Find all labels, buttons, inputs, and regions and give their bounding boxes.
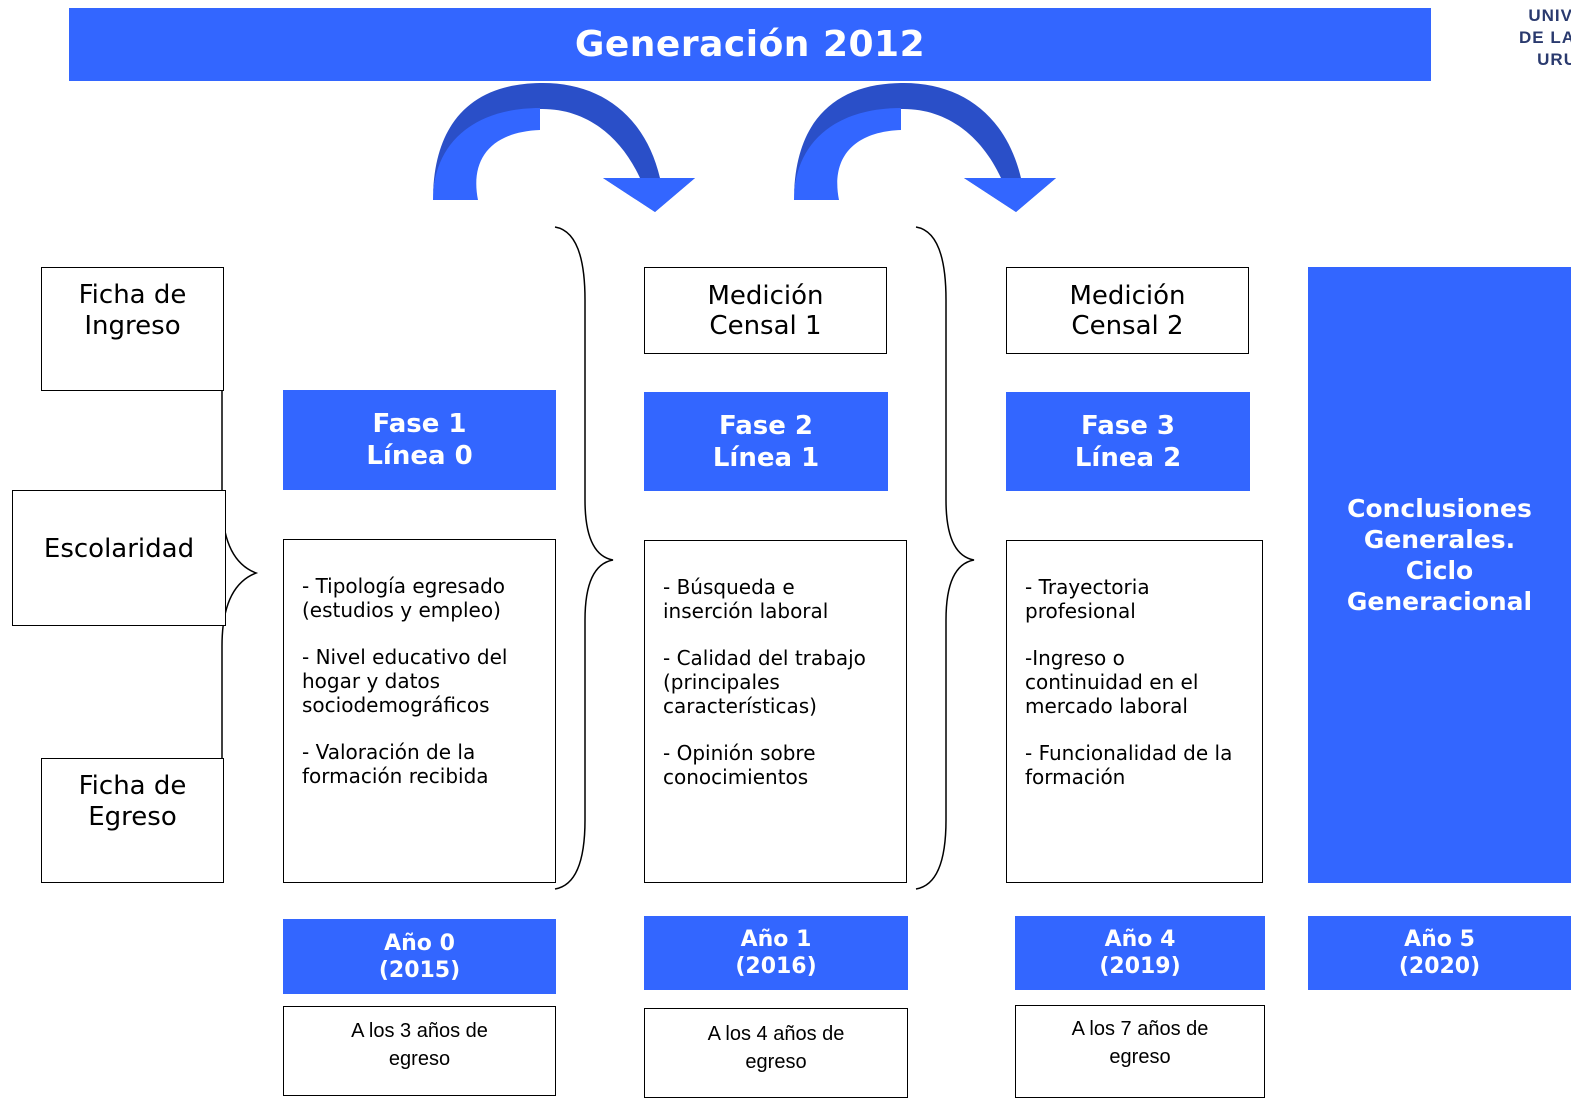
ficha-ingreso-box: Ficha de Ingreso [41,267,224,391]
year-1-label: Año 1 (2016) [735,927,817,979]
conclusions-label: Conclusiones Generales. Ciclo Generacion… [1346,494,1533,616]
content-item: -Ingreso o continuidad en el mercado lab… [1025,646,1199,718]
year-4-label: Año 4 (2019) [1099,927,1181,979]
phase-2-label: Fase 2 Línea 1 [712,410,820,473]
ficha-egreso-label: Ficha de Egreso [78,771,187,832]
content-item: - Funcionalidad de la formación [1025,741,1233,789]
year-5-label: Año 5 (2020) [1398,927,1481,979]
note-label-2: A los 4 años de egreso [707,1023,845,1073]
year-5-box: Año 5 (2020) [1308,916,1571,990]
logo-line-2: DE LA [1519,28,1571,47]
content-item: - Tipología egresado (estudios y empleo) [302,574,506,622]
phase-2-content: - Búsqueda e inserción laboral - Calidad… [644,540,907,883]
note-box-2: A los 4 años de egreso [644,1008,908,1098]
phase-3-label: Fase 3 Línea 2 [1074,410,1182,473]
year-0-label: Año 0 (2015) [378,930,461,983]
content-item: - Opinión sobre conocimientos [663,741,816,789]
note-box-3: A los 7 años de egreso [1015,1005,1265,1098]
phase-3-content: - Trayectoria profesional -Ingreso o con… [1006,540,1263,883]
phase-1-content: - Tipología egresado (estudios y empleo)… [283,539,556,883]
curved-arrow-icon [433,82,695,212]
note-box-1: A los 3 años de egreso [283,1006,556,1096]
note-label-3: A los 7 años de egreso [1071,1017,1209,1068]
content-item: - Búsqueda e inserción laboral [663,575,829,623]
content-item: - Trayectoria profesional [1025,575,1150,623]
medicion-censal-1-label: Medición Censal 1 [707,280,824,341]
content-item: - Nivel educativo del hogar y datos soci… [302,645,508,717]
escolaridad-label: Escolaridad [43,534,195,564]
logo-line-1: UNIV [1528,6,1571,25]
conclusions-box: Conclusiones Generales. Ciclo Generacion… [1308,267,1571,883]
medicion-censal-1-box: Medición Censal 1 [644,267,887,354]
logo-line-3: URU [1537,50,1571,69]
ficha-egreso-box: Ficha de Egreso [41,758,224,883]
content-item: - Calidad del trabajo (principales carac… [663,646,866,718]
medicion-censal-2-label: Medición Censal 2 [1069,280,1186,341]
curved-arrow-icon [794,82,1056,212]
page-title: Generación 2012 [69,8,1431,81]
phase-3-box: Fase 3 Línea 2 [1006,392,1250,491]
year-1-box: Año 1 (2016) [644,916,908,990]
right-brace-icon [915,226,975,890]
year-0-box: Año 0 (2015) [283,919,556,994]
university-logo: UNIV DE LA URU [1470,6,1571,96]
medicion-censal-2-box: Medición Censal 2 [1006,267,1249,354]
phase-1-label: Fase 1 Línea 0 [366,409,473,471]
note-label-1: A los 3 años de egreso [351,1020,488,1070]
phase-1-box: Fase 1 Línea 0 [283,390,556,490]
ficha-ingreso-label: Ficha de Ingreso [78,280,187,341]
phase-2-box: Fase 2 Línea 1 [644,392,888,491]
escolaridad-box: Escolaridad [12,490,226,626]
year-4-box: Año 4 (2019) [1015,916,1265,990]
right-brace-icon [554,226,614,890]
content-item: - Valoración de la formación recibida [302,740,489,788]
